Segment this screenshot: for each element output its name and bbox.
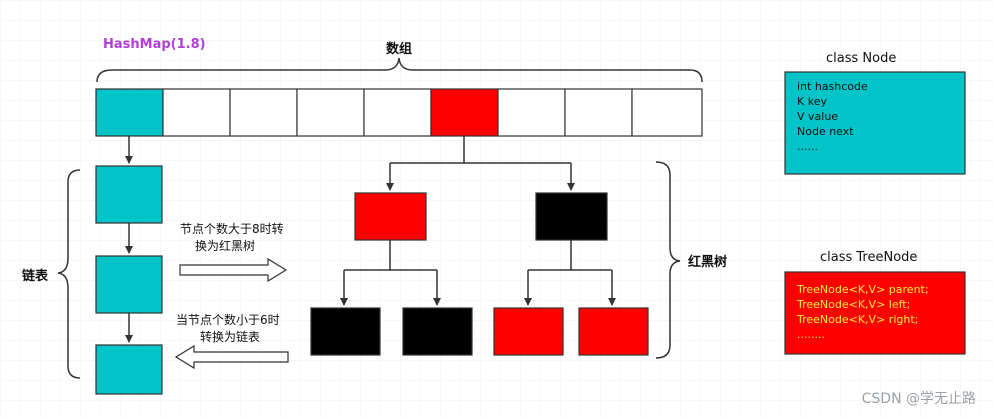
to-tree-note-line2: 换为红黑树 (195, 238, 255, 253)
array-cell-teal (95, 88, 164, 137)
to-tree-arrow (179, 257, 288, 283)
array (95, 88, 703, 137)
treenode-field: ........ (797, 328, 825, 341)
rbtree-label: 红黑树 (688, 254, 727, 270)
list-node (95, 165, 163, 224)
linked-list (95, 136, 163, 395)
rbtree-brace (655, 161, 681, 359)
linked-list-label: 链表 (21, 268, 49, 284)
red-black-tree (310, 136, 649, 356)
tree-leaf-red (493, 307, 564, 356)
to-tree-note-line1: 节点个数大于8时转 (180, 221, 284, 236)
array-label: 数组 (386, 41, 412, 57)
array-cell (631, 88, 703, 137)
tree-node-red (354, 192, 427, 241)
node-field: V value (797, 110, 838, 123)
node-field: int hashcode (797, 80, 868, 93)
array-cell (564, 88, 633, 137)
node-field: K key (797, 95, 827, 108)
treenode-class-box (784, 271, 966, 355)
to-list-note-line1: 当节点个数小于6时 (176, 312, 280, 327)
node-class-title: class Node (826, 51, 896, 66)
diagram-title: HashMap(1.8) (103, 37, 206, 52)
array-cell-red (430, 88, 499, 137)
tree-leaf-black (310, 307, 381, 356)
node-class-box (784, 71, 966, 175)
treenode-field: TreeNode<K,V> parent; (796, 283, 929, 296)
tree-leaf-black (402, 307, 473, 356)
to-list-note-line2: 转换为链表 (200, 329, 260, 344)
watermark: CSDN @学无止路 (862, 391, 976, 407)
array-cell (363, 88, 432, 137)
linked-list-brace (57, 169, 81, 379)
array-cell (162, 88, 231, 137)
array-cell (296, 88, 365, 137)
tree-node-black (535, 192, 608, 241)
treenode-field: TreeNode<K,V> right; (796, 313, 918, 326)
tree-leaf-red (578, 307, 649, 356)
list-node (95, 255, 163, 314)
treenode-field: TreeNode<K,V> left; (796, 298, 910, 311)
to-list-arrow (174, 344, 289, 370)
array-brace (96, 57, 703, 83)
node-field: ...... (797, 140, 818, 153)
list-node (95, 344, 163, 395)
array-cell (229, 88, 298, 137)
node-field: Node next (797, 125, 854, 138)
array-cell (497, 88, 566, 137)
treenode-class-title: class TreeNode (820, 250, 917, 265)
